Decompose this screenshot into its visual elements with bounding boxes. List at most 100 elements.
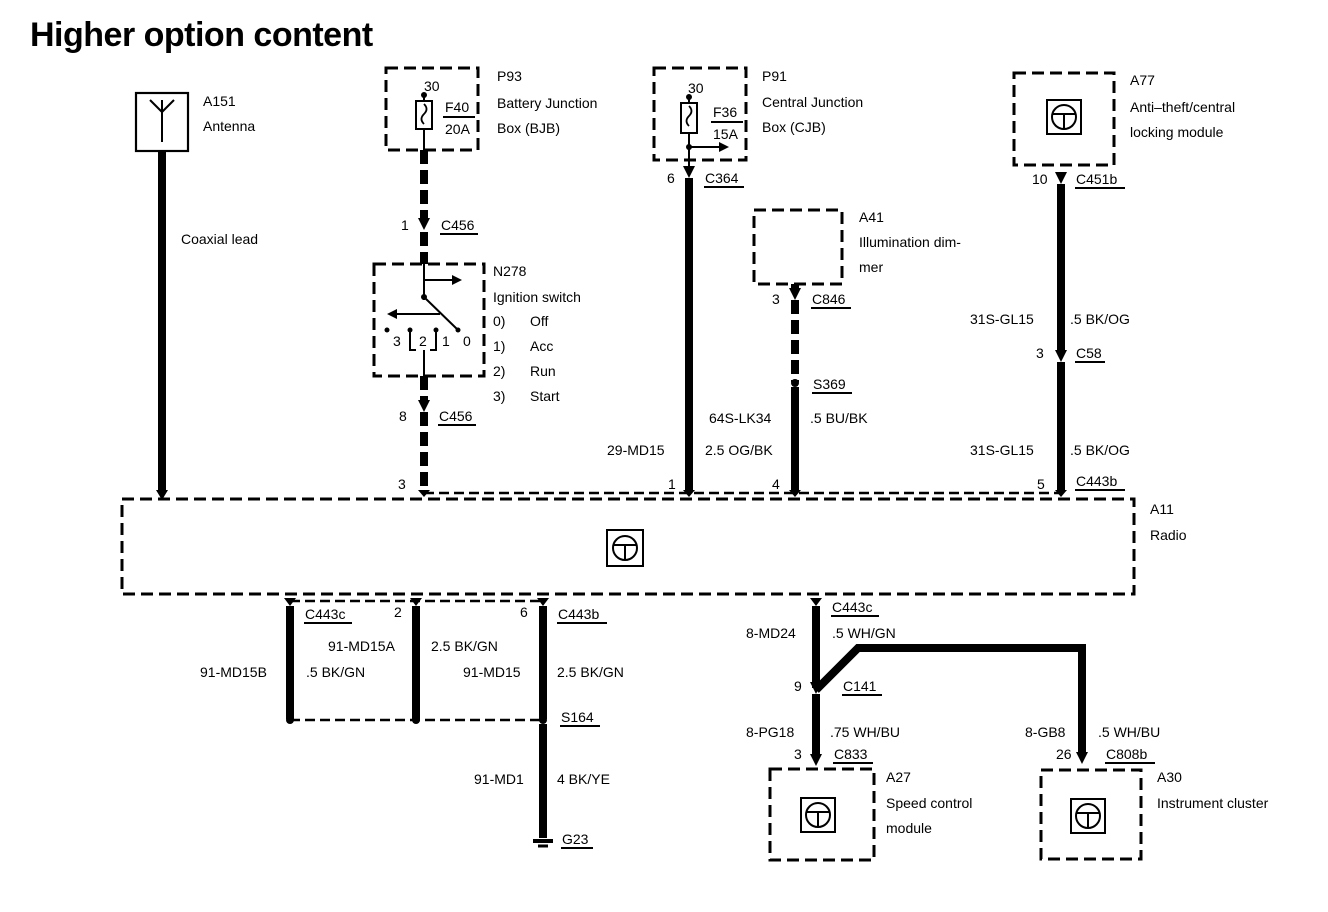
s369-name: S369 <box>813 376 846 392</box>
bjb-rating: 20A <box>445 121 471 137</box>
instrument-cluster-a30: A30 Instrument cluster <box>1039 768 1269 861</box>
c456-bot-arrow-icon <box>418 400 430 412</box>
ignition-pos-0-num: 0) <box>493 313 505 329</box>
c833-pin: 3 <box>794 746 802 762</box>
ignition-pos-2-num: 2) <box>493 363 505 379</box>
ignition-pos-0-label: Off <box>530 313 549 329</box>
c58-name: C58 <box>1076 345 1102 361</box>
cjb-box <box>652 66 748 162</box>
c58-arrow-icon <box>1055 350 1067 362</box>
dimmer-a41: A41 Illumination dim- mer <box>752 208 961 286</box>
c364-arrow-icon <box>683 166 695 178</box>
s164-name: S164 <box>561 709 594 725</box>
ignition-pos-3-num: 3) <box>493 388 505 404</box>
c141-name: C141 <box>843 678 877 694</box>
gb8-spec: .5 WH/BU <box>1098 724 1160 740</box>
gl15-b-circuit: 31S-GL15 <box>970 442 1034 458</box>
dimmer-box <box>752 208 844 286</box>
ignition-contact-3: 3 <box>393 333 401 349</box>
antenna-id: A151 <box>203 93 236 109</box>
c846-arrow-icon <box>789 288 801 300</box>
radio-pin-4: 4 <box>772 476 780 492</box>
radio-name: Radio <box>1150 527 1187 543</box>
ignition-name: Ignition switch <box>493 289 581 305</box>
s164-splice <box>539 716 547 724</box>
md15-top-circuit: 29-MD15 <box>607 442 665 458</box>
c456-top-name: C456 <box>441 217 475 233</box>
ignition-contact-1: 1 <box>442 333 450 349</box>
pg18-circuit: 8-PG18 <box>746 724 794 740</box>
antenna-icon <box>149 99 175 142</box>
antenna-arrow-icon <box>156 490 168 500</box>
ignition-arrow-right-icon <box>452 275 462 285</box>
g23-name: G23 <box>562 831 589 847</box>
pin-2: 2 <box>394 604 402 620</box>
cjb-rating: 15A <box>713 126 739 142</box>
md15-top-spec: 2.5 OG/BK <box>705 442 773 458</box>
c456-bot-name: C456 <box>439 408 473 424</box>
speed-control-box <box>768 767 876 862</box>
c456-top-pin: 1 <box>401 217 409 233</box>
c833-arrow-icon <box>810 754 822 766</box>
antenna-a151: A151 Antenna Coaxial lead <box>134 91 258 500</box>
c443c-left-name: C443c <box>305 606 345 622</box>
c808b-pin: 26 <box>1056 746 1072 762</box>
dimmer-name-1: Illumination dim- <box>859 234 961 250</box>
cluster-name: Instrument cluster <box>1157 795 1269 811</box>
c443b-top-name: C443b <box>1076 473 1117 489</box>
dimmer-name-2: mer <box>859 259 883 275</box>
c846-pin: 3 <box>772 291 780 307</box>
radio-a11: A11 Radio <box>120 497 1187 596</box>
cjb-p91: 30 F36 15A P91 Central Junction Box (CJB… <box>652 66 863 170</box>
antitheft-id: A77 <box>1130 72 1155 88</box>
c833-name: C833 <box>834 746 868 762</box>
c364-pin: 6 <box>667 170 675 186</box>
radio-box <box>120 497 1136 596</box>
c141-pin: 9 <box>794 678 802 694</box>
antitheft-name-2: locking module <box>1130 124 1224 140</box>
page-title: Higher option content <box>30 16 373 54</box>
md24-spec: .5 WH/GN <box>832 625 896 641</box>
speed-control-id: A27 <box>886 769 911 785</box>
radio-id: A11 <box>1150 501 1174 517</box>
cjb-name-2: Box (CJB) <box>762 119 826 135</box>
antitheft-box <box>1012 71 1116 167</box>
gl15-b-spec: .5 BK/OG <box>1070 442 1130 458</box>
ignition-id: N278 <box>493 263 527 279</box>
gb8-wire <box>813 644 1086 752</box>
coaxial-lead-label: Coaxial lead <box>181 231 258 247</box>
ignition-contact-0: 0 <box>463 333 471 349</box>
s369-splice <box>791 379 799 387</box>
bjb-fuse: F40 <box>445 99 469 115</box>
md15a-circuit: 91-MD15A <box>328 638 396 654</box>
md15-circuit: 91-MD15 <box>463 664 521 680</box>
c846-name: C846 <box>812 291 846 307</box>
cjb-terminal: 30 <box>688 80 704 96</box>
md15a-spec: 2.5 BK/GN <box>431 638 498 654</box>
ground-icon <box>533 839 553 848</box>
md1-spec: 4 BK/YE <box>557 771 610 787</box>
c808b-name: C808b <box>1106 746 1147 762</box>
radio-pin-3: 3 <box>398 476 406 492</box>
c443b-bot-name: C443b <box>558 606 599 622</box>
ignition-contact-2: 2 <box>419 333 427 349</box>
radio-pin-1: 1 <box>668 476 676 492</box>
c443c-right-name: C443c <box>832 599 872 615</box>
c451b-arrow-icon <box>1055 172 1067 184</box>
antitheft-name-1: Anti–theft/central <box>1130 99 1235 115</box>
gl15-a-spec: .5 BK/OG <box>1070 311 1130 327</box>
c141-arrow-icon <box>810 682 822 694</box>
c58-pin: 3 <box>1036 345 1044 361</box>
radio-pin-5: 5 <box>1037 476 1045 492</box>
antenna-name: Antenna <box>203 118 255 134</box>
c451b-name: C451b <box>1076 171 1117 187</box>
gl15-a-circuit: 31S-GL15 <box>970 311 1034 327</box>
bjb-id: P93 <box>497 68 522 84</box>
ignition-arrow-left-icon <box>387 309 397 319</box>
cluster-module-icon <box>1070 798 1106 834</box>
bjb-terminal: 30 <box>424 78 440 94</box>
c451b-pin: 10 <box>1032 171 1048 187</box>
bjb-name-1: Battery Junction <box>497 95 597 111</box>
md1-circuit: 91-MD1 <box>474 771 524 787</box>
